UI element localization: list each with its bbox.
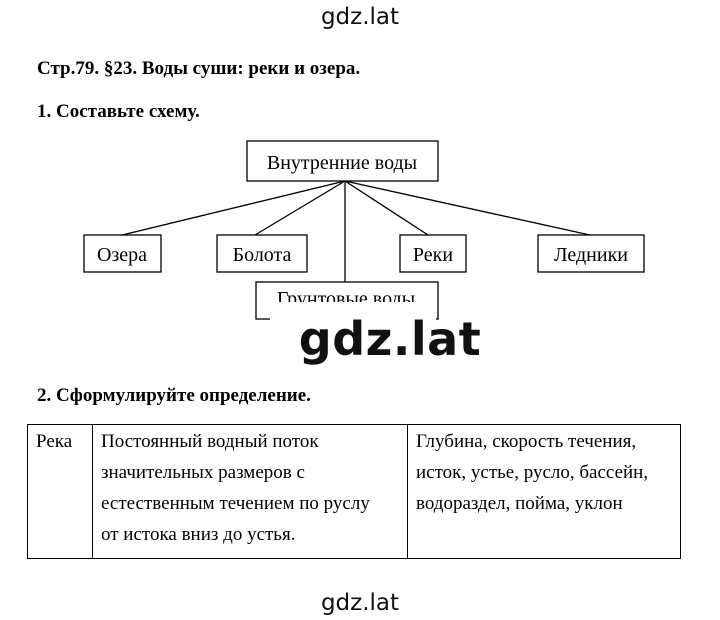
term-text: Река (36, 431, 73, 452)
watermark-bottom: gdz.lat (320, 590, 400, 616)
watermark-center: gdz.lat (298, 312, 482, 366)
definition-line: естественным течением по руслу (101, 493, 370, 514)
definition-cell: Постоянный водный поток значительных раз… (92, 424, 408, 559)
connector-lake (121, 180, 346, 236)
connector-swamp (254, 180, 346, 236)
features-line: Глубина, скорость течения, (416, 431, 637, 452)
groundwater-cover (270, 302, 436, 322)
features-line: исток, устье, русло, бассейн, (416, 462, 649, 483)
root-box (246, 140, 439, 182)
label-glacier: Ледники (554, 244, 628, 266)
term-cell: Река (27, 424, 93, 559)
connector-glacier (344, 180, 591, 236)
table-row: Река Постоянный водный поток значительны… (27, 424, 681, 559)
label-lake: Озера (97, 244, 147, 266)
root-label: Внутренние воды (267, 152, 417, 174)
features-cell: Глубина, скорость течения, исток, устье,… (407, 424, 681, 559)
connector-river (344, 180, 429, 236)
box-lake (83, 234, 162, 273)
definition-line: Постоянный водный поток (101, 431, 319, 452)
task1-heading: 1. Составьте схему. (37, 101, 200, 122)
label-river: Реки (413, 244, 453, 266)
box-glacier (537, 234, 645, 273)
page-title: Стр.79. §23. Воды суши: реки и озера. (37, 58, 361, 79)
box-river (399, 234, 467, 273)
label-swamp: Болота (233, 244, 292, 266)
definition-table: Река Постоянный водный поток значительны… (27, 424, 681, 559)
definition-line: от истока вниз до устья. (101, 524, 296, 545)
task2-heading: 2. Сформулируйте определение. (37, 385, 311, 406)
features-line: водораздел, пойма, уклон (416, 493, 623, 514)
box-swamp (216, 234, 308, 273)
definition-line: значительных размеров с (101, 462, 305, 483)
watermark-top: gdz.lat (320, 4, 400, 30)
